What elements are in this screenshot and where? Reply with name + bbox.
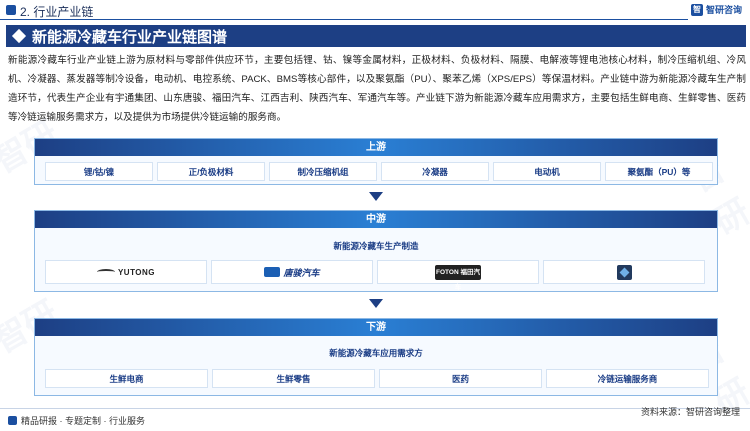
brand-logo: 智 智研咨询 [690, 3, 742, 16]
section-title: 2. 行业产业链 [20, 5, 94, 19]
section-icon [6, 5, 16, 15]
downstream-item: 生鲜电商 [45, 369, 208, 388]
title-banner: 新能源冷藏车行业产业链图谱 [6, 25, 746, 47]
foton-logo-text: FOTON 福田汽车 [435, 264, 481, 291]
tangjun-logo: 唐骏汽车 [211, 260, 373, 284]
flow-arrow-down [369, 192, 383, 201]
shaanxi-mark-icon [616, 264, 632, 280]
shaanxi-logo [543, 260, 705, 284]
flow-arrow-down [369, 299, 383, 308]
footer-logo-icon [8, 416, 17, 425]
downstream-item: 冷链运输服务商 [546, 369, 709, 388]
tangjun-logo-text: 唐骏汽车 [283, 267, 320, 278]
midstream-title: 中游 [35, 211, 717, 228]
diamond-icon [11, 28, 27, 44]
brand-name: 智研咨询 [705, 5, 742, 15]
midstream-stage: 中游 新能源冷藏车生产制造 YUTONG 唐骏汽车 FOTON 福田汽车 [34, 210, 718, 292]
source-note: 资料来源：智研咨询整理 [640, 407, 740, 417]
upstream-title: 上游 [35, 139, 717, 156]
downstream-items: 生鲜电商 生鲜零售 医药 冷链运输服务商 [45, 369, 709, 388]
upstream-item: 聚氨酯（PU）等 [605, 162, 713, 181]
description-paragraph: 新能源冷藏车行业产业链上游为原材料与零部件供应环节，主要包括锂、钴、镍等金属材料… [8, 55, 746, 123]
downstream-item: 生鲜零售 [212, 369, 375, 388]
upstream-item: 制冷压缩机组 [269, 162, 377, 181]
yutong-logo-text: YUTONG [117, 267, 156, 277]
yutong-logo: YUTONG [45, 260, 207, 284]
upstream-item: 正/负极材料 [157, 162, 265, 181]
downstream-stage: 下游 新能源冷藏车应用需求方 生鲜电商 生鲜零售 医药 冷链运输服务商 [34, 318, 718, 396]
header-divider [0, 19, 688, 20]
footer-tagline-text: 精品研报 · 专题定制 · 行业服务 [21, 416, 145, 426]
upstream-item: 锂/钴/镍 [45, 162, 153, 181]
footer-divider [0, 408, 750, 409]
upstream-item: 冷凝器 [381, 162, 489, 181]
banner-title: 新能源冷藏车行业产业链图谱 [32, 28, 228, 46]
foton-logo: FOTON 福田汽车 [377, 260, 539, 291]
page-header: 2. 行业产业链 智 智研咨询 [0, 0, 750, 22]
upstream-stage: 上游 锂/钴/镍 正/负极材料 制冷压缩机组 冷凝器 电动机 聚氨酯（PU）等 [34, 138, 718, 185]
downstream-subtitle: 新能源冷藏车应用需求方 [329, 348, 423, 358]
midstream-logos: YUTONG 唐骏汽车 FOTON 福田汽车 [45, 260, 705, 291]
brand-logo-icon: 智 [690, 3, 703, 16]
tangjun-mark-icon [264, 267, 281, 277]
downstream-title: 下游 [35, 319, 717, 336]
yutong-mark-icon [96, 269, 115, 275]
footer-tagline: 精品研报 · 专题定制 · 行业服务 [8, 414, 145, 427]
midstream-subtitle: 新能源冷藏车生产制造 [333, 241, 419, 251]
upstream-items: 锂/钴/镍 正/负极材料 制冷压缩机组 冷凝器 电动机 聚氨酯（PU）等 [45, 162, 713, 181]
downstream-item: 医药 [379, 369, 542, 388]
upstream-item: 电动机 [493, 162, 601, 181]
